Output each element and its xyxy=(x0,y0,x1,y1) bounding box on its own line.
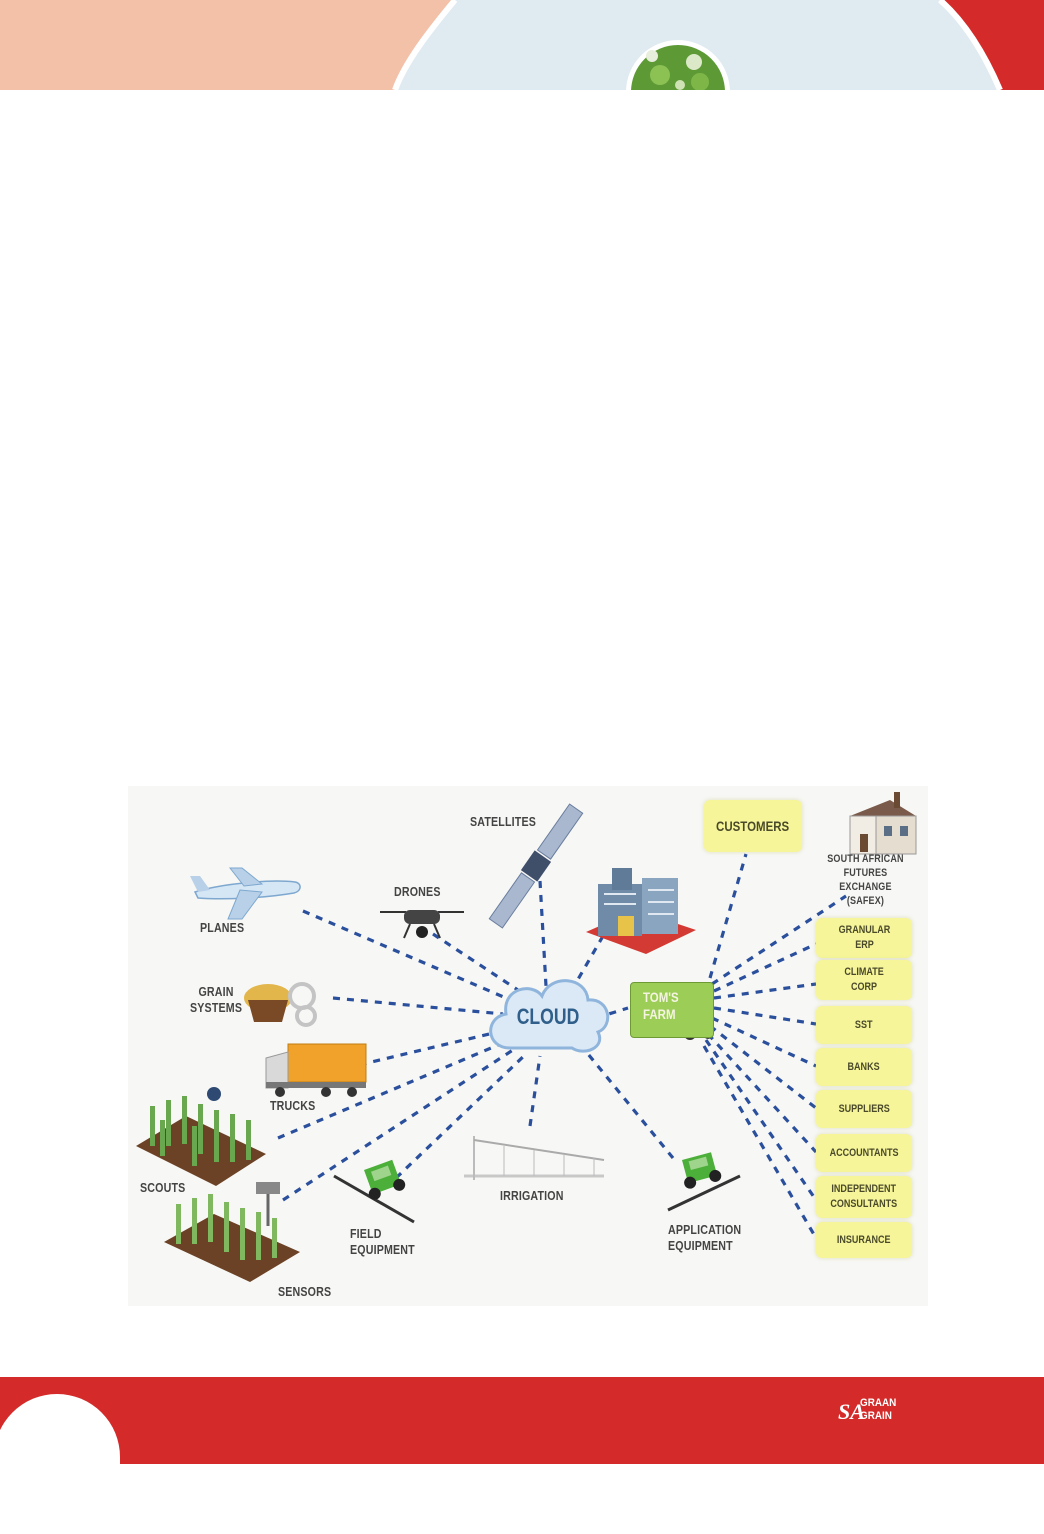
right-box-banks: BANKS xyxy=(816,1048,912,1086)
label-drones: DRONES xyxy=(394,884,441,900)
customers-box: CUSTOMERS xyxy=(704,800,802,852)
link-application-equipment xyxy=(588,1054,673,1158)
label-satellites: SATELLITES xyxy=(470,814,536,830)
link-banks xyxy=(712,1018,816,1066)
right-box-sst: SST xyxy=(816,1006,912,1044)
link-satellites xyxy=(540,881,546,986)
scouts-field-icon xyxy=(136,1087,266,1186)
label-safex: SOUTH AFRICAN FUTURES EXCHANGE (SAFEX) xyxy=(822,852,909,908)
link-drones xyxy=(433,934,524,994)
cloud-label: CLOUD xyxy=(516,1004,580,1030)
blank-text-area xyxy=(0,90,1044,780)
right-box-climate-corp: CLIMATE CORP xyxy=(816,960,912,1000)
grain-basket-icon xyxy=(244,984,315,1025)
logo-grain: GRAIN xyxy=(860,1410,892,1422)
application-equipment-icon xyxy=(668,1151,740,1210)
link-trucks xyxy=(346,1030,506,1068)
link-factory xyxy=(573,936,603,988)
right-box-label: GRANULAR ERP xyxy=(838,923,890,953)
truck-icon xyxy=(266,1044,366,1097)
connectivity-diagram: SATELLITES DRONES PLANES GRAIN SYSTEMS T… xyxy=(128,786,928,1306)
customers-label: CUSTOMERS xyxy=(716,819,789,834)
safex-building-icon xyxy=(850,792,916,854)
header-graphic xyxy=(0,0,1044,90)
right-box-label: BANKS xyxy=(848,1060,880,1075)
logo-graan: GRAAN xyxy=(860,1397,896,1409)
label-irrigation: IRRIGATION xyxy=(500,1188,564,1204)
link-climate xyxy=(714,984,816,998)
link-consultants xyxy=(706,1040,816,1200)
link-grain-systems xyxy=(333,998,503,1014)
toms-farm-label: TOM'S FARM xyxy=(643,989,679,1023)
right-box-label: CLIMATE CORP xyxy=(844,965,883,995)
label-planes: PLANES xyxy=(200,920,244,936)
factory-icon xyxy=(586,868,696,954)
diagram-graphics xyxy=(128,786,928,1306)
right-box-granular-erp: GRANULAR ERP xyxy=(816,918,912,958)
label-sensors: SENSORS xyxy=(278,1284,331,1300)
link-irrigation xyxy=(530,1056,540,1126)
label-application-equipment: APPLICATION EQUIPMENT xyxy=(668,1222,741,1254)
right-box-independent-consultants: INDEPENDENT CONSULTANTS xyxy=(816,1176,912,1218)
sensors-field-icon xyxy=(164,1182,300,1282)
right-box-insurance: INSURANCE xyxy=(816,1222,912,1258)
link-sst xyxy=(714,1008,816,1024)
right-box-label: INDEPENDENT CONSULTANTS xyxy=(831,1182,898,1212)
page-number-tab xyxy=(0,1394,120,1534)
toms-farm-box: TOM'S FARM xyxy=(630,982,714,1038)
right-box-label: SST xyxy=(855,1018,873,1033)
right-box-label: ACCOUNTANTS xyxy=(830,1146,899,1161)
drone-icon xyxy=(380,910,464,938)
plane-icon xyxy=(190,868,300,919)
label-scouts: SCOUTS xyxy=(140,1180,185,1196)
irrigation-pivot-icon xyxy=(464,1136,604,1180)
label-grain-systems: GRAIN SYSTEMS xyxy=(190,984,242,1016)
sa-grain-logo: SA GRAAN GRAIN xyxy=(838,1397,918,1431)
label-field-equipment: FIELD EQUIPMENT xyxy=(350,1226,415,1258)
label-trucks: TRUCKS xyxy=(270,1098,315,1114)
link-accountants xyxy=(708,1034,816,1152)
field-equipment-tractor-icon xyxy=(334,1158,414,1222)
right-box-label: SUPPLIERS xyxy=(838,1102,889,1117)
right-box-accountants: ACCOUNTANTS xyxy=(816,1134,912,1172)
link-planes xyxy=(303,911,520,1004)
link-field-equipment xyxy=(396,1054,526,1178)
link-insurance xyxy=(704,1046,816,1238)
header-banner xyxy=(0,0,1044,90)
right-box-suppliers: SUPPLIERS xyxy=(816,1090,912,1128)
link-customers xyxy=(710,854,746,978)
right-box-label: INSURANCE xyxy=(837,1233,891,1248)
